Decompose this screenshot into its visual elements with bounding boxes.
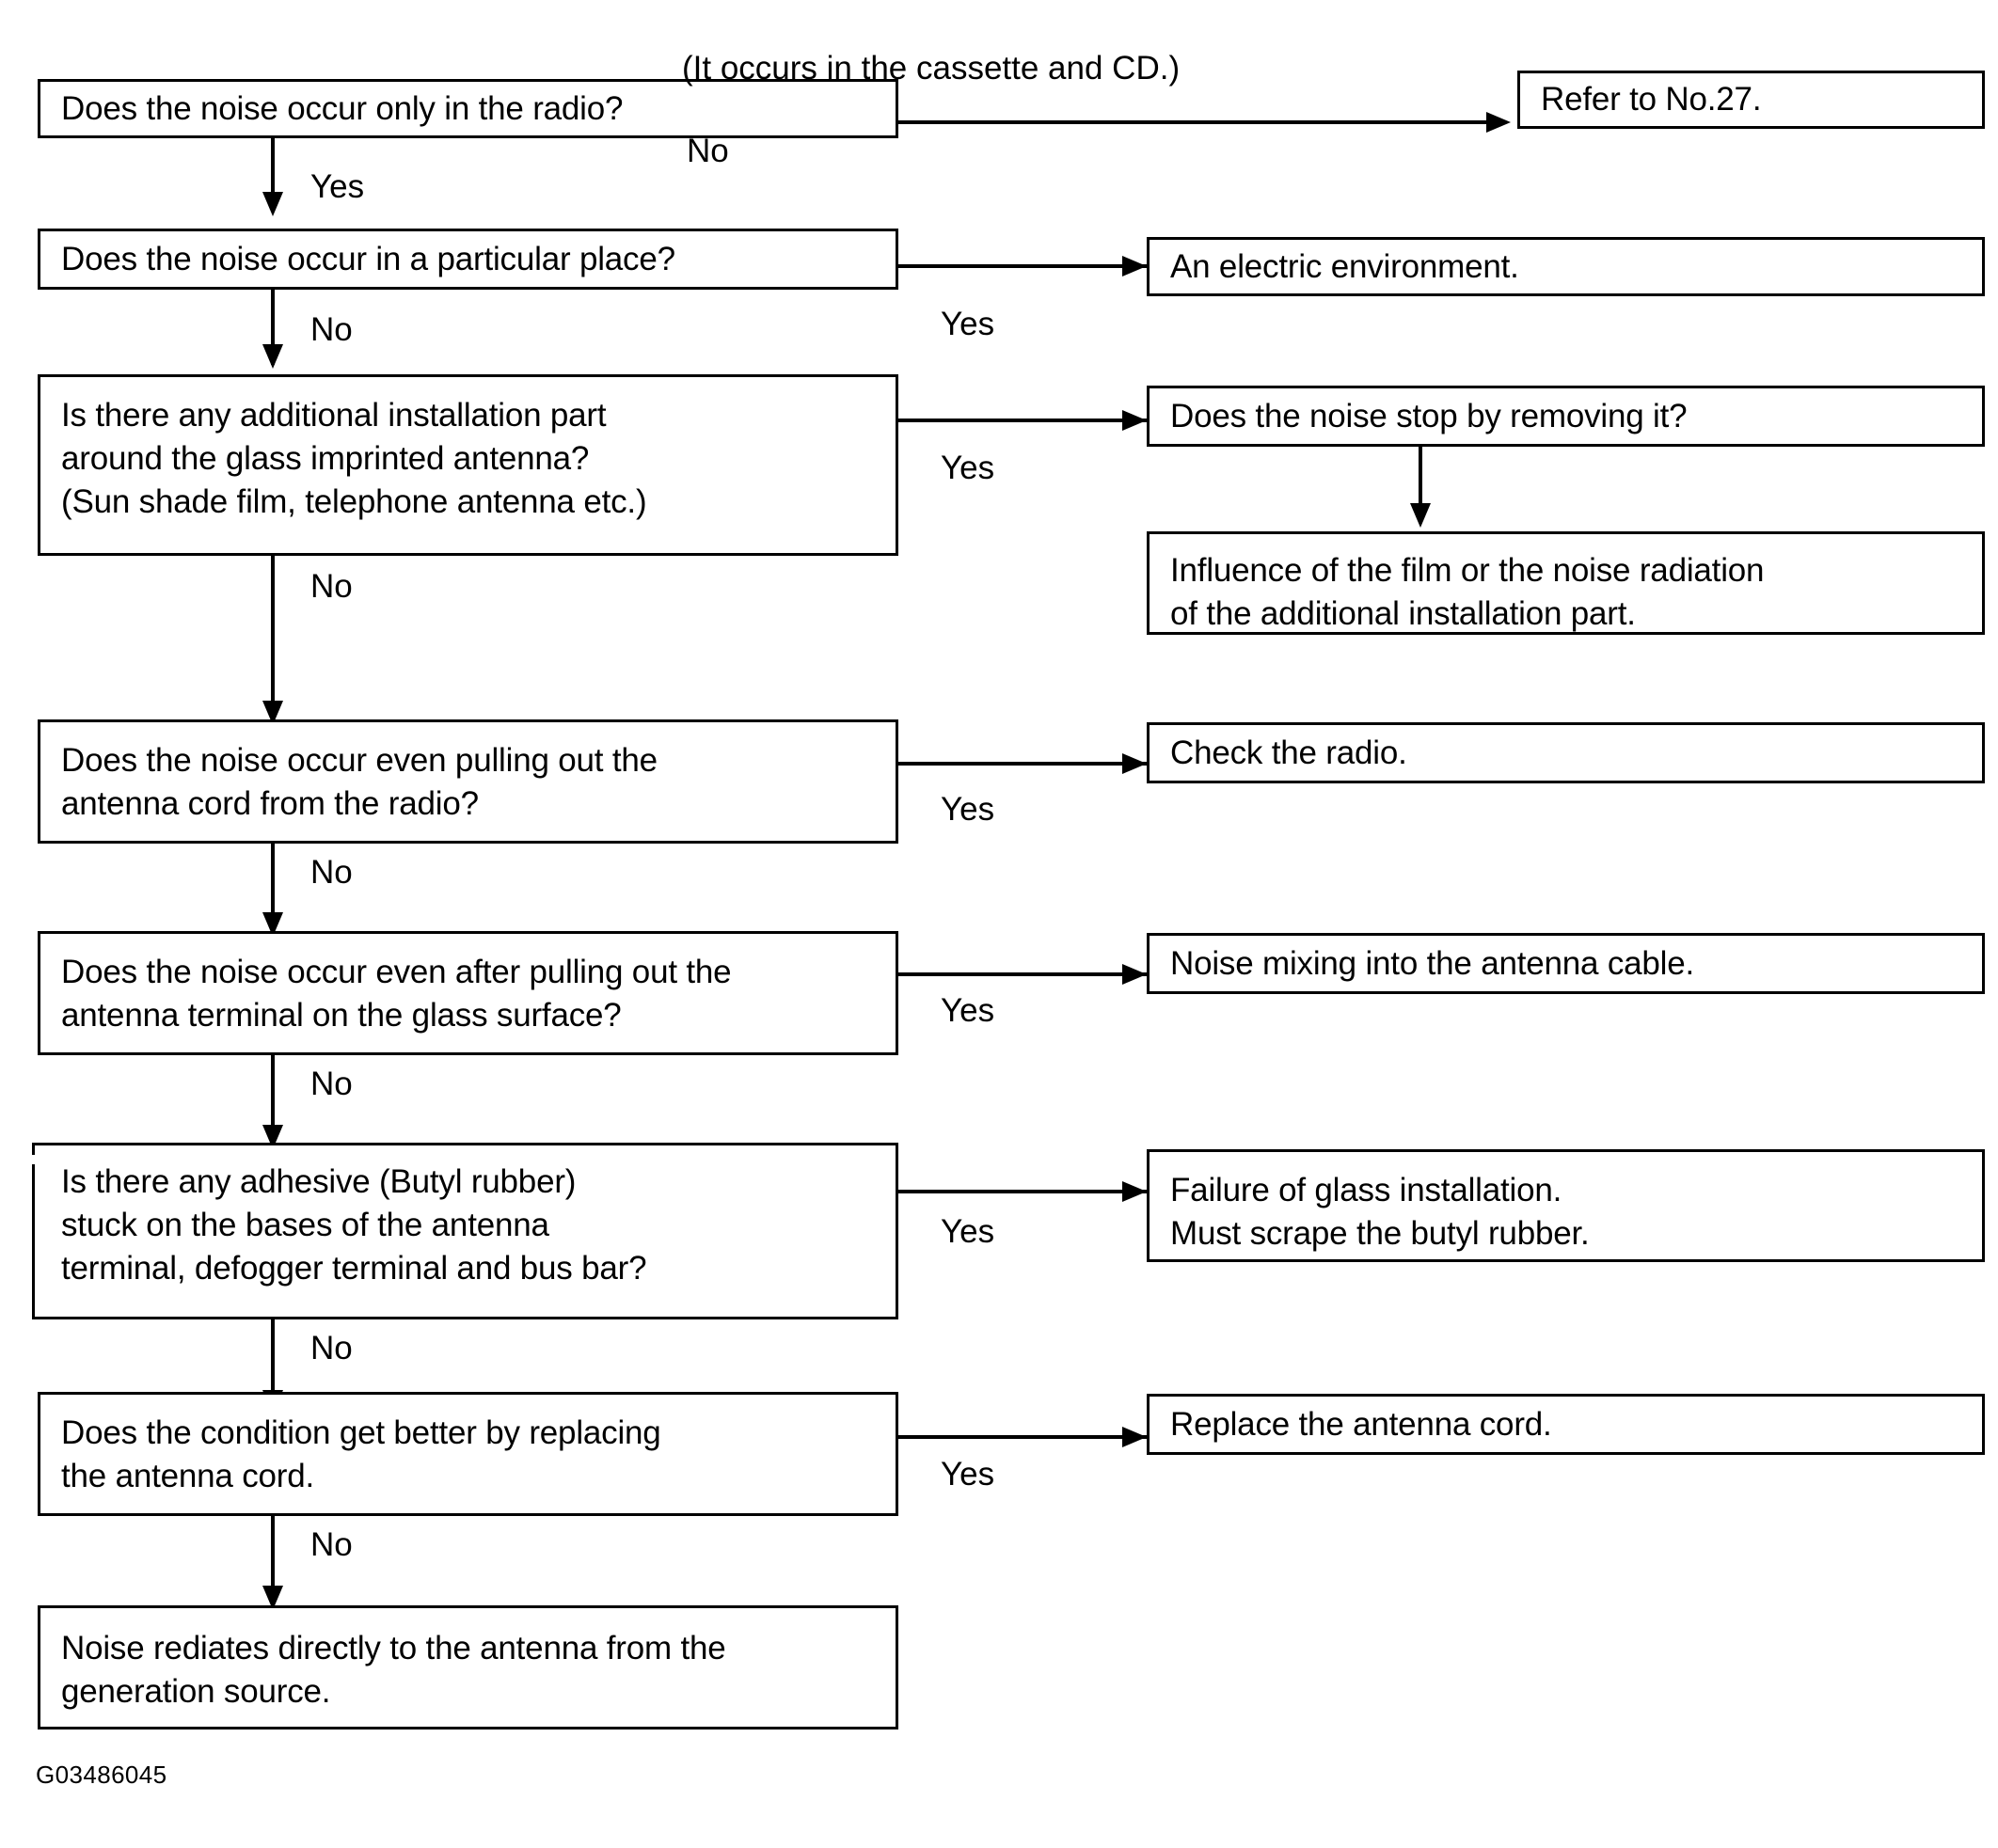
connector-q4-to-q5 — [271, 844, 275, 936]
node-a1: Refer to No.27. — [1517, 71, 1985, 129]
node-a7-text: Replace the antenna cord. — [1170, 1405, 1552, 1443]
connector-q2-to-q3 — [271, 290, 275, 365]
edge-label-e1-no: No — [687, 133, 729, 169]
connector-q7-to-a7 — [898, 1435, 1148, 1439]
node-q7: Does the condition get better by replaci… — [38, 1392, 898, 1516]
node-q4: Does the noise occur even pulling out th… — [38, 719, 898, 844]
node-q7-text: Does the condition get better by replaci… — [61, 1414, 661, 1494]
node-a5-text: Noise mixing into the antenna cable. — [1170, 944, 1695, 982]
edge-label-e4-yes: Yes — [941, 791, 995, 828]
figure-code: G03486045 — [36, 1761, 167, 1789]
connector-q1-to-a1 — [898, 120, 1486, 124]
edge-label-e6-no: No — [310, 1330, 353, 1366]
edge-label-e7-yes: Yes — [941, 1456, 995, 1493]
arrowhead-q5-to-a5 — [1122, 964, 1147, 985]
arrowhead-q3-to-q3b — [1122, 410, 1147, 431]
edge-label-e5-no: No — [310, 1066, 353, 1102]
node-q2: Does the noise occur in a particular pla… — [38, 229, 898, 290]
node-a6-text: Failure of glass installation. Must scra… — [1170, 1172, 1590, 1252]
arrowhead-q4-to-a4 — [1122, 753, 1147, 774]
arrowhead-q4-to-q5 — [262, 912, 283, 937]
node-a8: Noise rediates directly to the antenna f… — [38, 1605, 898, 1730]
edge-label-e1-yes: Yes — [310, 168, 365, 205]
connector-q3-to-q4 — [271, 556, 275, 722]
node-a3: Influence of the film or the noise radia… — [1147, 531, 1985, 635]
arrowhead-q6-to-a6 — [1122, 1181, 1147, 1202]
node-a5: Noise mixing into the antenna cable. — [1147, 933, 1985, 994]
connector-q1-to-q2 — [271, 138, 275, 202]
connector-q3-to-q3b — [898, 419, 1148, 422]
connector-q6-to-q7 — [271, 1319, 275, 1412]
arrowhead-q3-to-q4 — [262, 701, 283, 725]
arrowhead-q1-to-q2 — [262, 192, 283, 216]
edge-label-e3-no: No — [310, 568, 353, 605]
edge-label-e4-no: No — [310, 854, 353, 891]
node-q3-text: Is there any additional installation par… — [61, 397, 647, 520]
node-a4-text: Check the radio. — [1170, 734, 1407, 771]
node-q6-text: Is there any adhesive (Butyl rubber) stu… — [61, 1163, 647, 1287]
node-q2-text: Does the noise occur in a particular pla… — [61, 240, 675, 277]
node-q5: Does the noise occur even after pulling … — [38, 931, 898, 1055]
edge-label-e6-yes: Yes — [941, 1213, 995, 1250]
edge-label-e2-no: No — [310, 311, 353, 348]
connector-q5-to-a5 — [898, 972, 1148, 976]
arrowhead-q7-to-a8 — [262, 1586, 283, 1610]
node-q1: Does the noise occur only in the radio? — [38, 79, 898, 138]
node-q4-text: Does the noise occur even pulling out th… — [61, 742, 658, 822]
connector-q3b-to-a3 — [1419, 447, 1422, 520]
edge-label-e7-no: No — [310, 1526, 353, 1563]
connector-q5-to-q6 — [271, 1055, 275, 1147]
edge-label-e3-yes: Yes — [941, 450, 995, 486]
node-q6: Is there any adhesive (Butyl rubber) stu… — [32, 1143, 898, 1319]
node-q3: Is there any additional installation par… — [38, 374, 898, 556]
node-a2: An electric environment. — [1147, 237, 1985, 296]
node-a1-text: Refer to No.27. — [1541, 81, 1762, 118]
node-a8-text: Noise rediates directly to the antenna f… — [61, 1630, 726, 1710]
edge-label-e2-yes: Yes — [941, 306, 995, 342]
connector-q2-to-a2 — [898, 264, 1148, 268]
arrowhead-q2-to-a2 — [1122, 256, 1147, 276]
node-q3b: Does the noise stop by removing it? — [1147, 386, 1985, 447]
node-q3b-text: Does the noise stop by removing it? — [1170, 397, 1688, 434]
edge-label-e1-note: (It occurs in the cassette and CD.) — [682, 50, 1181, 87]
border-notch — [32, 1155, 36, 1164]
arrowhead-q1-to-a1 — [1486, 112, 1511, 133]
node-a2-text: An electric environment. — [1170, 247, 1519, 285]
connector-q6-to-a6 — [898, 1190, 1148, 1193]
node-a7: Replace the antenna cord. — [1147, 1394, 1985, 1455]
connector-q4-to-a4 — [898, 762, 1148, 766]
node-a4: Check the radio. — [1147, 722, 1985, 783]
node-q1-text: Does the noise occur only in the radio? — [61, 89, 624, 127]
edge-label-e5-yes: Yes — [941, 992, 995, 1029]
connector-q7-to-a8 — [271, 1516, 275, 1608]
arrowhead-q2-to-q3 — [262, 344, 283, 369]
node-a3-text: Influence of the film or the noise radia… — [1170, 552, 1765, 632]
arrowhead-q7-to-a7 — [1122, 1427, 1147, 1447]
node-q5-text: Does the noise occur even after pulling … — [61, 954, 732, 1034]
node-a6: Failure of glass installation. Must scra… — [1147, 1149, 1985, 1262]
arrowhead-q3b-to-a3 — [1410, 503, 1431, 528]
